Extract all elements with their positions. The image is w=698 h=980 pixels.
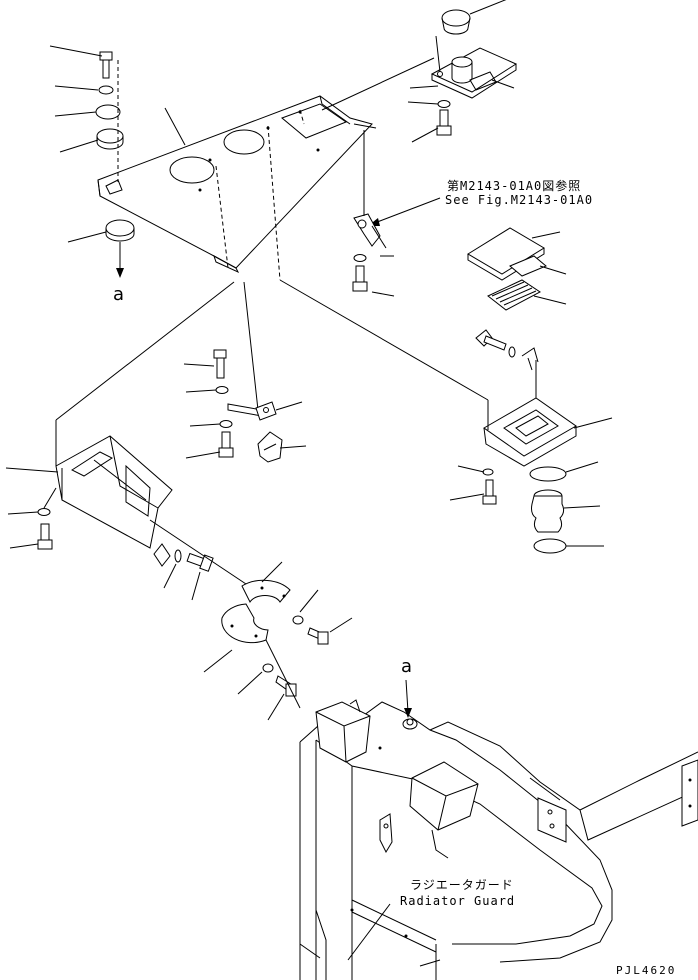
filter-box xyxy=(483,397,613,467)
reference-label-en: See Fig.M2143-01A0 xyxy=(445,193,594,207)
reference-label-jp: 第M2143-01A0図参照 xyxy=(447,179,582,193)
mount-box-left xyxy=(315,699,371,763)
bolt-10 xyxy=(307,627,329,645)
washer-1 xyxy=(98,85,114,95)
washer-8 xyxy=(37,508,51,516)
mount-box-right xyxy=(409,761,479,859)
rubber-mount-2 xyxy=(96,128,124,150)
right-plate xyxy=(537,797,567,843)
reference-arrow xyxy=(368,197,441,226)
mounting-bracket xyxy=(97,95,373,274)
washer-11 xyxy=(262,663,274,673)
radiator-guard-label-en: Radiator Guard xyxy=(400,894,516,908)
radiator-guard-label-jp: ラジエータガード xyxy=(410,878,514,892)
latch xyxy=(509,255,567,277)
mount-bolt-a xyxy=(402,679,418,730)
hose-clamp-2 xyxy=(533,538,604,554)
marker-a-top: a xyxy=(113,284,125,305)
cover xyxy=(467,227,561,281)
washer-3 xyxy=(353,254,367,262)
bolt-9 xyxy=(186,552,214,572)
bolt-7 xyxy=(218,431,234,458)
washer-5 xyxy=(482,468,494,476)
hose-clamp-1 xyxy=(529,461,599,482)
washer-2 xyxy=(437,100,451,108)
bolt-2 xyxy=(436,109,452,136)
clip-bracket xyxy=(257,431,307,463)
bolt-5 xyxy=(482,479,497,505)
washer-10 xyxy=(292,615,304,625)
cap xyxy=(441,0,507,35)
washer-4 xyxy=(508,346,516,358)
hole-cover xyxy=(221,579,291,644)
rubber-mount-3 xyxy=(105,219,135,278)
washer-9 xyxy=(174,549,182,563)
marker-a-bottom: a xyxy=(401,656,413,677)
latch-plate xyxy=(379,813,393,854)
stay-bracket xyxy=(227,401,303,421)
clip-nut xyxy=(521,347,539,371)
bolt-8 xyxy=(37,523,53,550)
bolt-6 xyxy=(213,349,227,379)
bolt-4 xyxy=(475,329,507,351)
bolt-3 xyxy=(352,265,368,292)
side-shroud xyxy=(55,435,173,549)
filler-bracket xyxy=(430,47,518,99)
filter-element xyxy=(487,279,567,311)
washer-6 xyxy=(215,386,229,394)
rubber-hose xyxy=(531,489,601,533)
radiator-guard xyxy=(299,701,698,980)
drawing-code: PJL4620 xyxy=(616,964,677,977)
spacer-plate xyxy=(153,543,171,567)
clamp xyxy=(353,213,387,249)
washer-7 xyxy=(219,420,233,428)
rubber-mount-1 xyxy=(95,104,121,120)
